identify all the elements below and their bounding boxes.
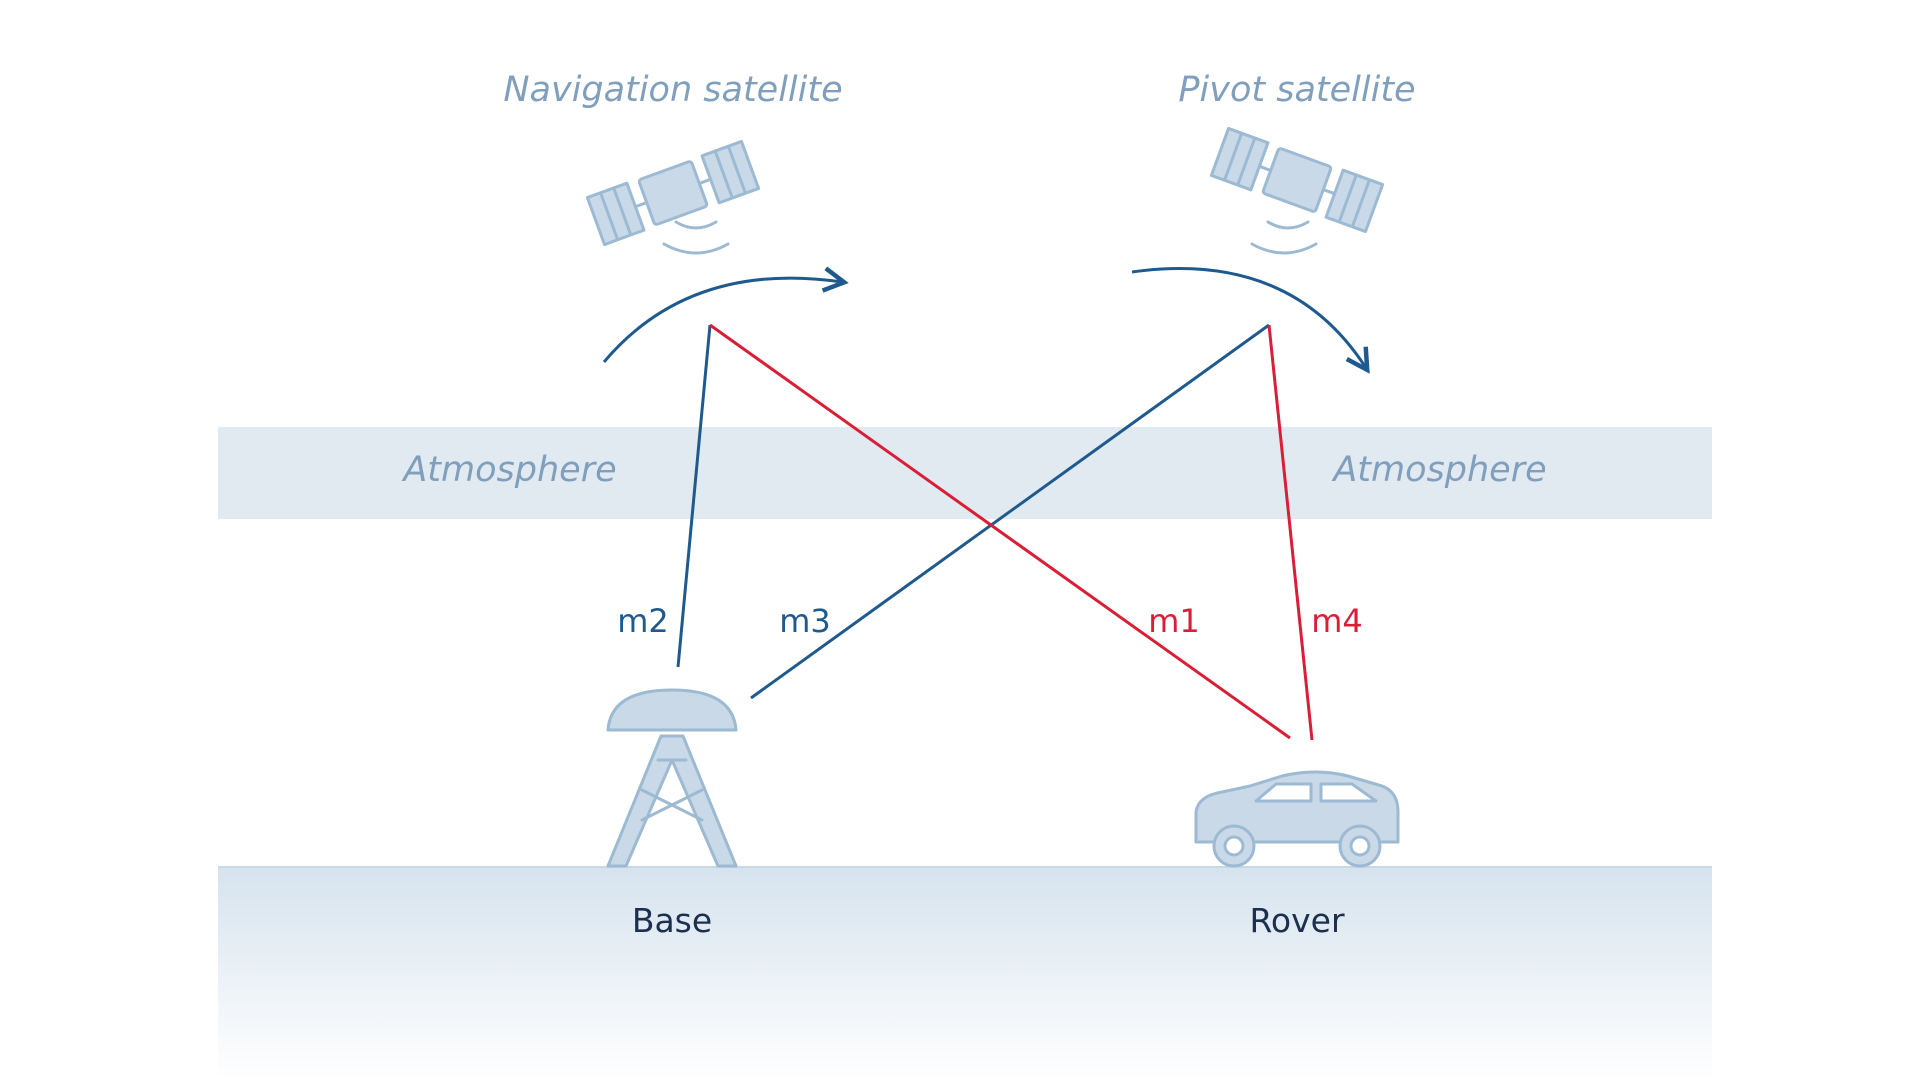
base-station-icon [606, 688, 738, 868]
measurement-label-m3: m3 [779, 602, 831, 640]
orbit-arrow-right [1131, 267, 1366, 368]
base-label: Base [632, 901, 712, 940]
signal-waves-icon [1250, 220, 1318, 255]
atmosphere-label-right: Atmosphere [1331, 450, 1546, 490]
orbit-arrow-left [602, 278, 842, 363]
signal-line-m2 [676, 324, 712, 668]
signal-line-m4 [1267, 324, 1314, 741]
signal-line-m1 [709, 323, 1291, 740]
measurement-label-m2: m2 [617, 602, 669, 640]
measurement-label-m1: m1 [1148, 602, 1200, 640]
atmosphere-band [218, 427, 1712, 519]
satellite-icon [1209, 126, 1385, 234]
rover-label: Rover [1249, 901, 1344, 940]
signal-line-m3 [750, 323, 1270, 700]
atmosphere-label-left: Atmosphere [401, 450, 616, 490]
measurement-label-m4: m4 [1311, 602, 1363, 640]
car-icon [1194, 770, 1400, 868]
signal-waves-icon [662, 220, 730, 255]
navigation-satellite-label: Navigation satellite [503, 70, 842, 110]
satellite-icon [585, 139, 761, 247]
ground [218, 867, 1712, 1080]
pivot-satellite-label: Pivot satellite [1178, 70, 1415, 110]
